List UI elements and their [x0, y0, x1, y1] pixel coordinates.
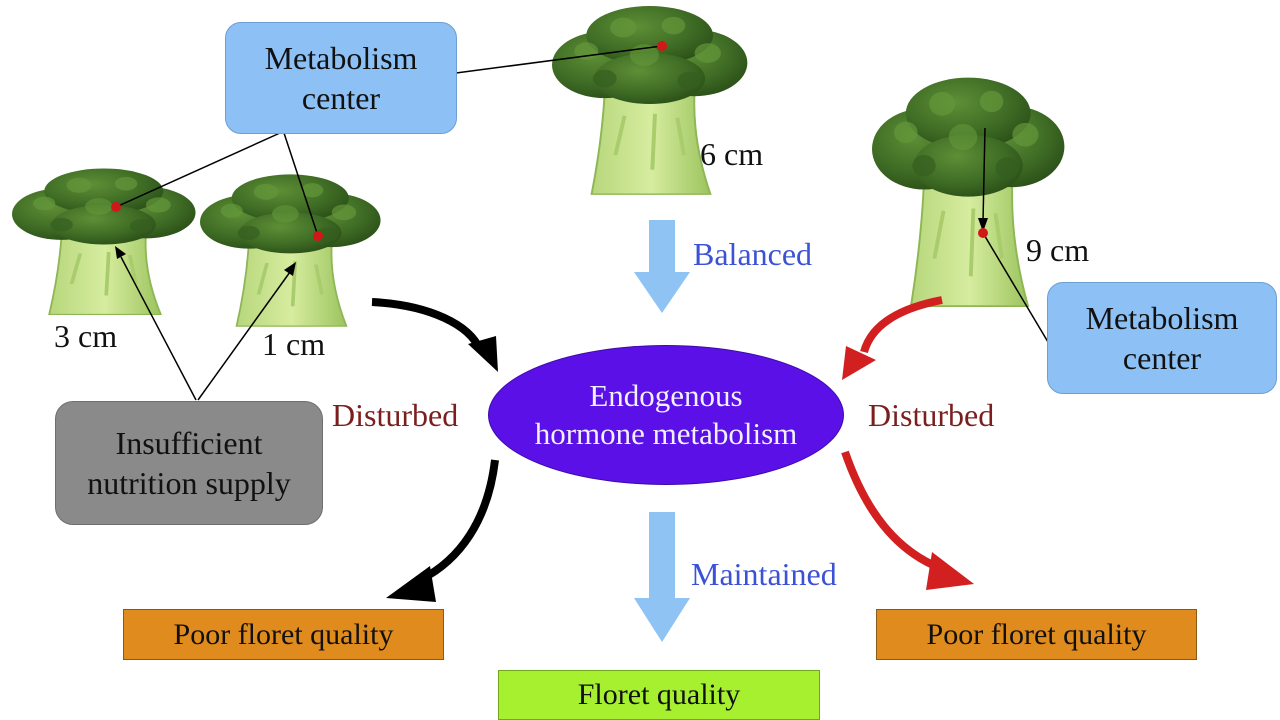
- metabolism-center-top-line2: center: [301, 80, 381, 116]
- metabolism-center-right: Metabolism center: [1047, 282, 1277, 394]
- connector-line: [120, 256, 197, 401]
- broccoli-icon: [870, 75, 1067, 309]
- size-label-1cm: 1 cm: [262, 326, 326, 362]
- disturbed-left-arrow: [371, 298, 484, 352]
- insufficient-line2: nutrition supply: [87, 465, 291, 501]
- metabolism-center-dot: [657, 41, 667, 51]
- metabolism-center-dot: [111, 202, 121, 212]
- endogenous-hormone-ellipse: Endogenous hormone metabolism: [488, 345, 844, 485]
- maintained-label: Maintained: [691, 556, 837, 592]
- maintained-arrow: [634, 512, 690, 642]
- arrowhead: [468, 336, 498, 372]
- arrowhead: [284, 262, 296, 276]
- connector-line: [115, 132, 281, 208]
- poor-right-arrow: [841, 450, 942, 572]
- metabolism-center-top-line1: Metabolism: [264, 40, 418, 76]
- balanced-arrow: [634, 220, 690, 313]
- size-label-3cm: 3 cm: [54, 318, 118, 354]
- broccoli-icon: [198, 172, 383, 328]
- metabolism-center-right-line2: center: [1122, 340, 1202, 376]
- floret-quality-box: Floret quality: [498, 670, 820, 720]
- arrowhead: [842, 346, 876, 380]
- balanced-label: Balanced: [693, 236, 813, 272]
- metabolism-center-dot: [978, 228, 988, 238]
- disturbed-right-label: Disturbed: [868, 397, 995, 433]
- connector-line: [283, 132, 319, 237]
- size-label-6cm: 6 cm: [700, 136, 764, 172]
- insufficient-line1: Insufficient: [115, 425, 263, 461]
- metabolism-center-top: Metabolism center: [225, 22, 457, 134]
- connector-line: [982, 127, 986, 223]
- endogenous-line1: Endogenous: [589, 378, 743, 413]
- connector-line: [982, 232, 1049, 343]
- arrowhead: [978, 218, 988, 232]
- arrowhead: [115, 246, 126, 259]
- metabolism-center-dot: [313, 231, 323, 241]
- size-label-9cm: 9 cm: [1026, 232, 1090, 268]
- disturbed-right-arrow: [860, 296, 943, 354]
- endogenous-line2: hormone metabolism: [534, 416, 798, 451]
- disturbed-left-label: Disturbed: [332, 397, 459, 433]
- arrowhead: [386, 566, 436, 602]
- poor-left-arrow: [418, 459, 499, 584]
- broccoli-icon: [10, 166, 198, 317]
- poor-floret-quality-left: Poor floret quality: [123, 609, 444, 660]
- metabolism-center-right-line1: Metabolism: [1085, 300, 1239, 336]
- arrowhead: [926, 552, 974, 590]
- connector-line: [455, 45, 663, 74]
- connector-line: [197, 271, 291, 401]
- insufficient-nutrition-box: Insufficient nutrition supply: [55, 401, 323, 525]
- poor-floret-quality-right: Poor floret quality: [876, 609, 1197, 660]
